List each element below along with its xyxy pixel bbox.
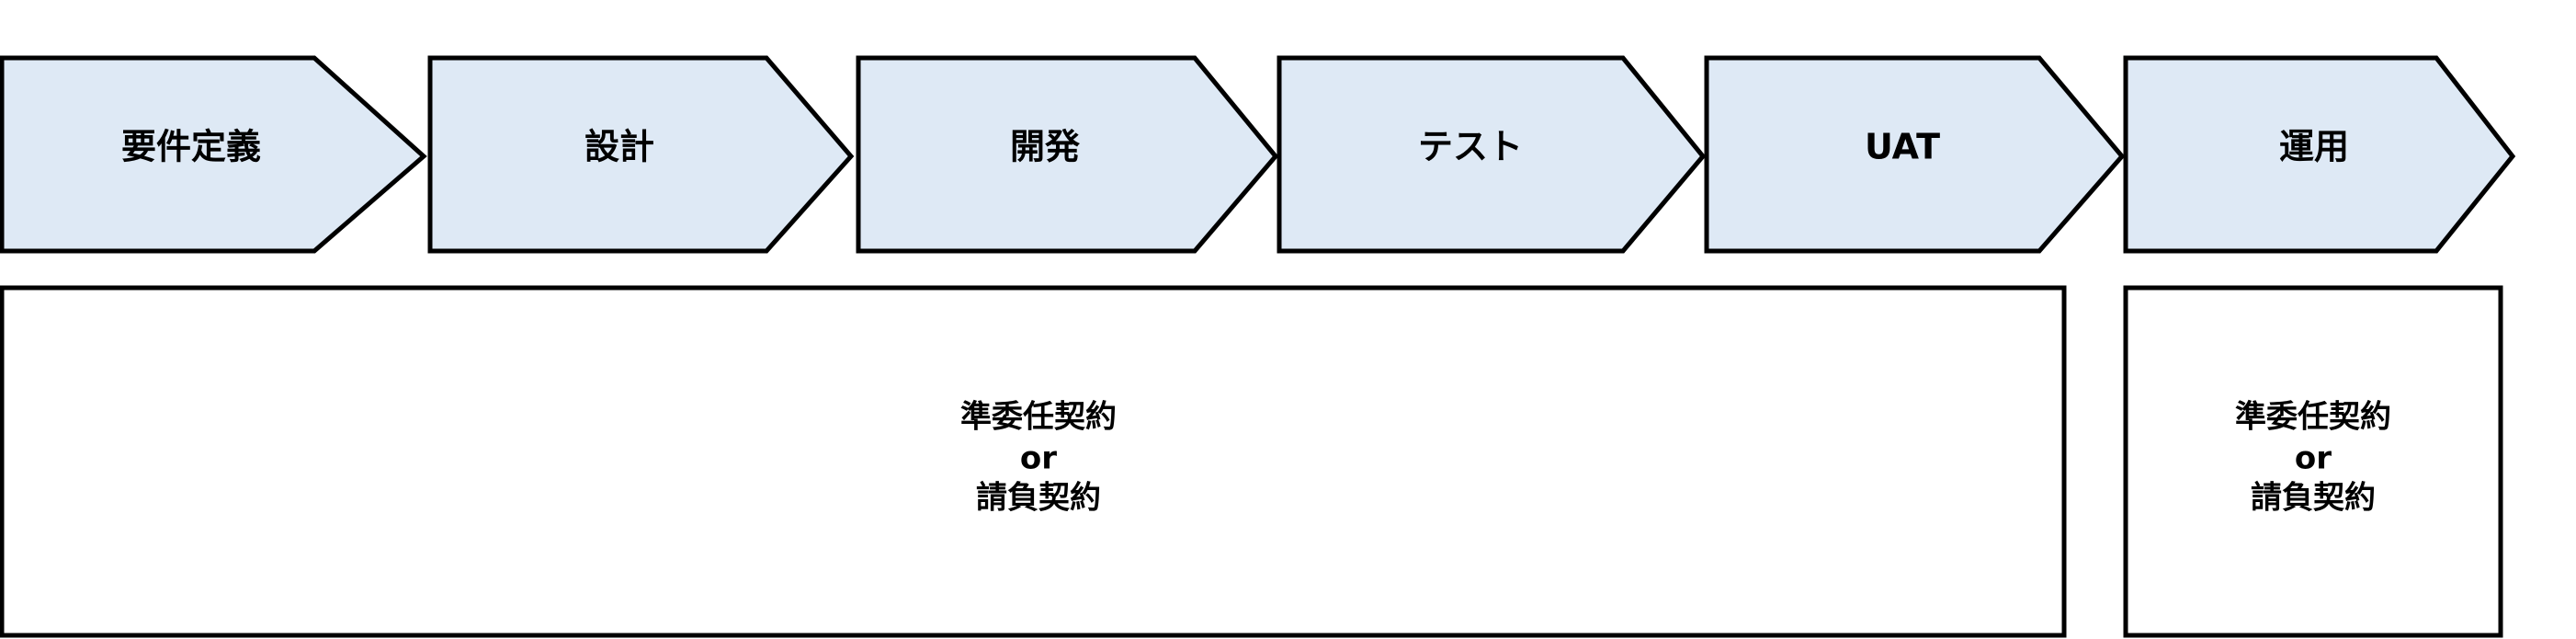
phase-design [427, 55, 855, 254]
phase-uat [1704, 55, 2126, 254]
phase-label: テスト [1418, 127, 1523, 167]
phase-label: 設計 [584, 127, 654, 167]
phase-label: 要件定義 [121, 127, 261, 167]
contract-or: or [1020, 440, 1057, 477]
contract-type-1: 準委任契約 [960, 399, 1117, 436]
contract-type-2: 請負契約 [2251, 480, 2376, 517]
contract-box-development [0, 285, 2067, 638]
phase-operation [2123, 55, 2516, 254]
contract-box-operation [2123, 285, 2503, 638]
contract-or: or [2295, 440, 2332, 477]
contract-type-1: 準委任契約 [2235, 399, 2391, 436]
phase-test [1277, 55, 1707, 254]
phase-label: 運用 [2279, 127, 2349, 167]
contract-type-2: 請負契約 [976, 480, 1101, 517]
phase-development [856, 55, 1279, 254]
phase-requirements [0, 55, 427, 254]
phase-label: UAT [1865, 127, 1940, 167]
phase-label: 開発 [1010, 127, 1081, 167]
